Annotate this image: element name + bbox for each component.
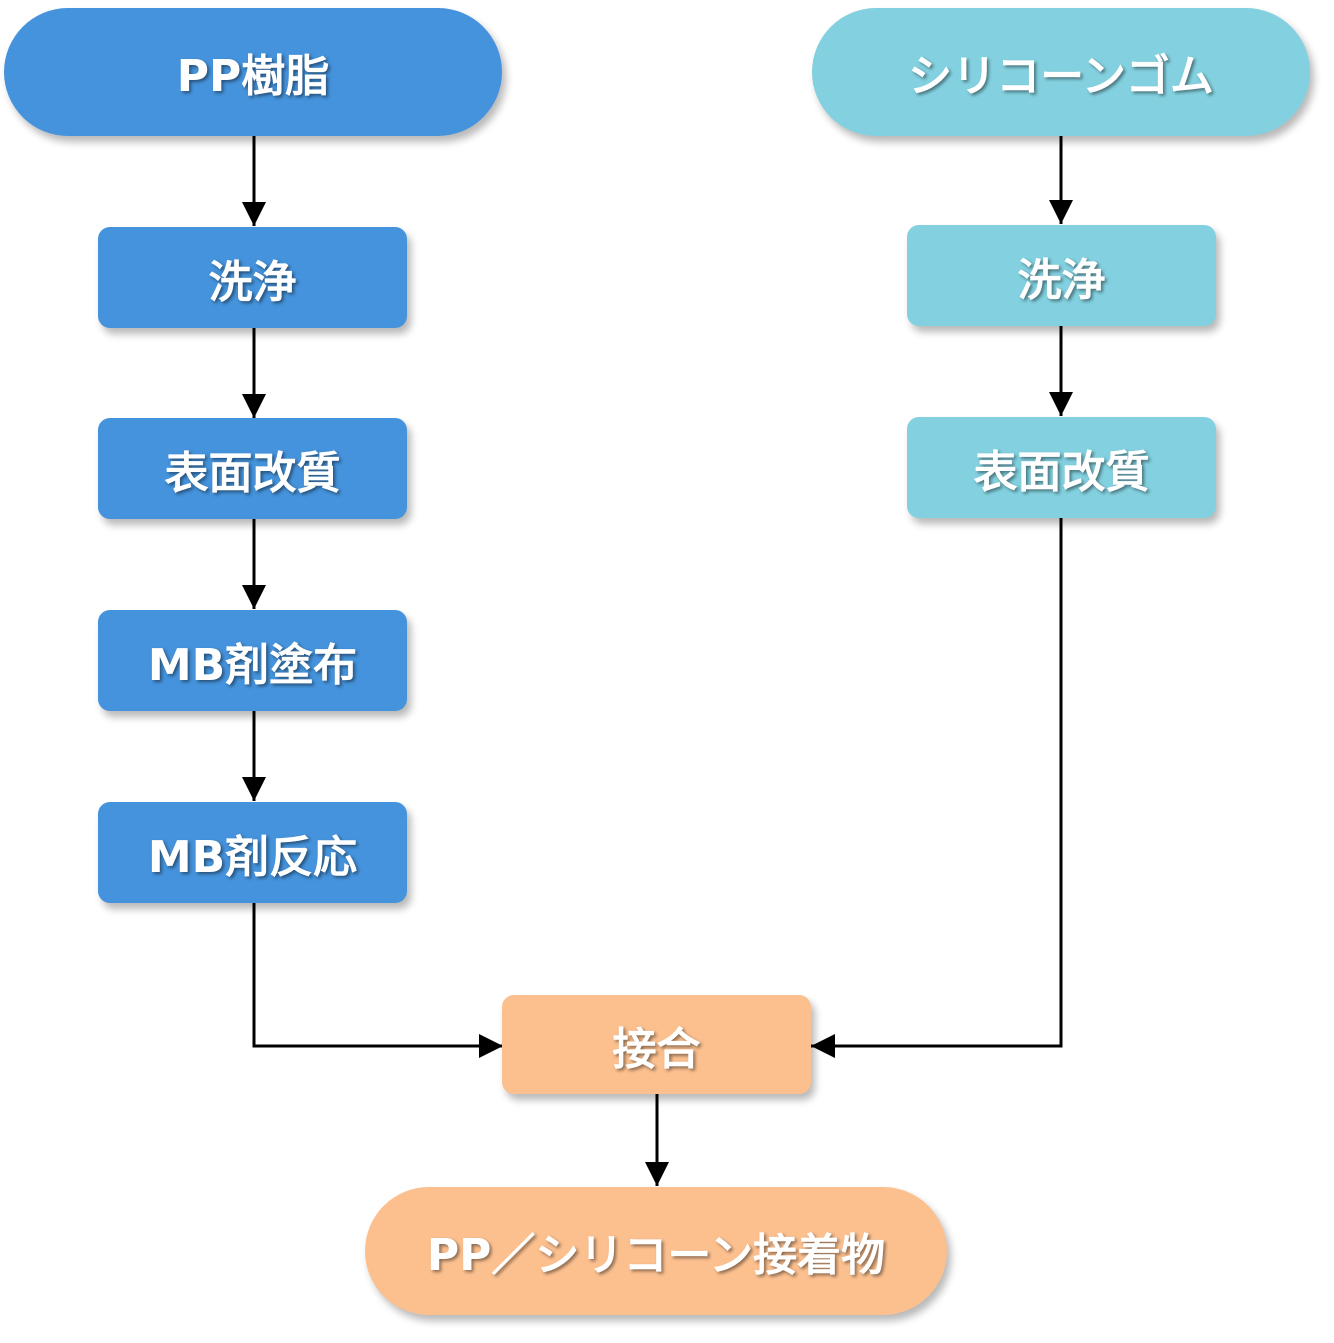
pp-surface-modification-node: 表面改質 (98, 418, 407, 519)
si-cleaning-node: 洗浄 (907, 225, 1216, 326)
si-surface-modification-node: 表面改質 (907, 417, 1216, 518)
pp-mb-coating-node: MB剤塗布 (98, 610, 407, 711)
product-node: PP／シリコーン接着物 (365, 1187, 947, 1315)
arrow-si-surface-to-bonding (811, 518, 1063, 1058)
pp-resin-label: PP樹脂 (176, 51, 330, 102)
bonding-node: 接合 (502, 995, 811, 1094)
pp-surface-modification-label: 表面改質 (164, 447, 341, 499)
pp-mb-reaction-node: MB剤反応 (98, 802, 407, 903)
pp-mb-coating-label: MB剤塗布 (147, 639, 358, 691)
bonding-label: 接合 (612, 1023, 701, 1075)
pp-cleaning-label: 洗浄 (208, 256, 297, 308)
pp-cleaning-node: 洗浄 (98, 227, 407, 328)
pp-mb-reaction-label: MB剤反応 (147, 831, 358, 883)
si-surface-modification-label: 表面改質 (973, 446, 1150, 498)
silicone-rubber-node: シリコーンゴム (812, 8, 1310, 136)
product-label: PP／シリコーン接着物 (426, 1230, 886, 1281)
silicone-rubber-label: シリコーンゴム (908, 51, 1214, 102)
arrow-pp-mb-react-to-bonding (252, 903, 503, 1058)
pp-resin-node: PP樹脂 (4, 8, 502, 136)
si-cleaning-label: 洗浄 (1017, 254, 1106, 306)
